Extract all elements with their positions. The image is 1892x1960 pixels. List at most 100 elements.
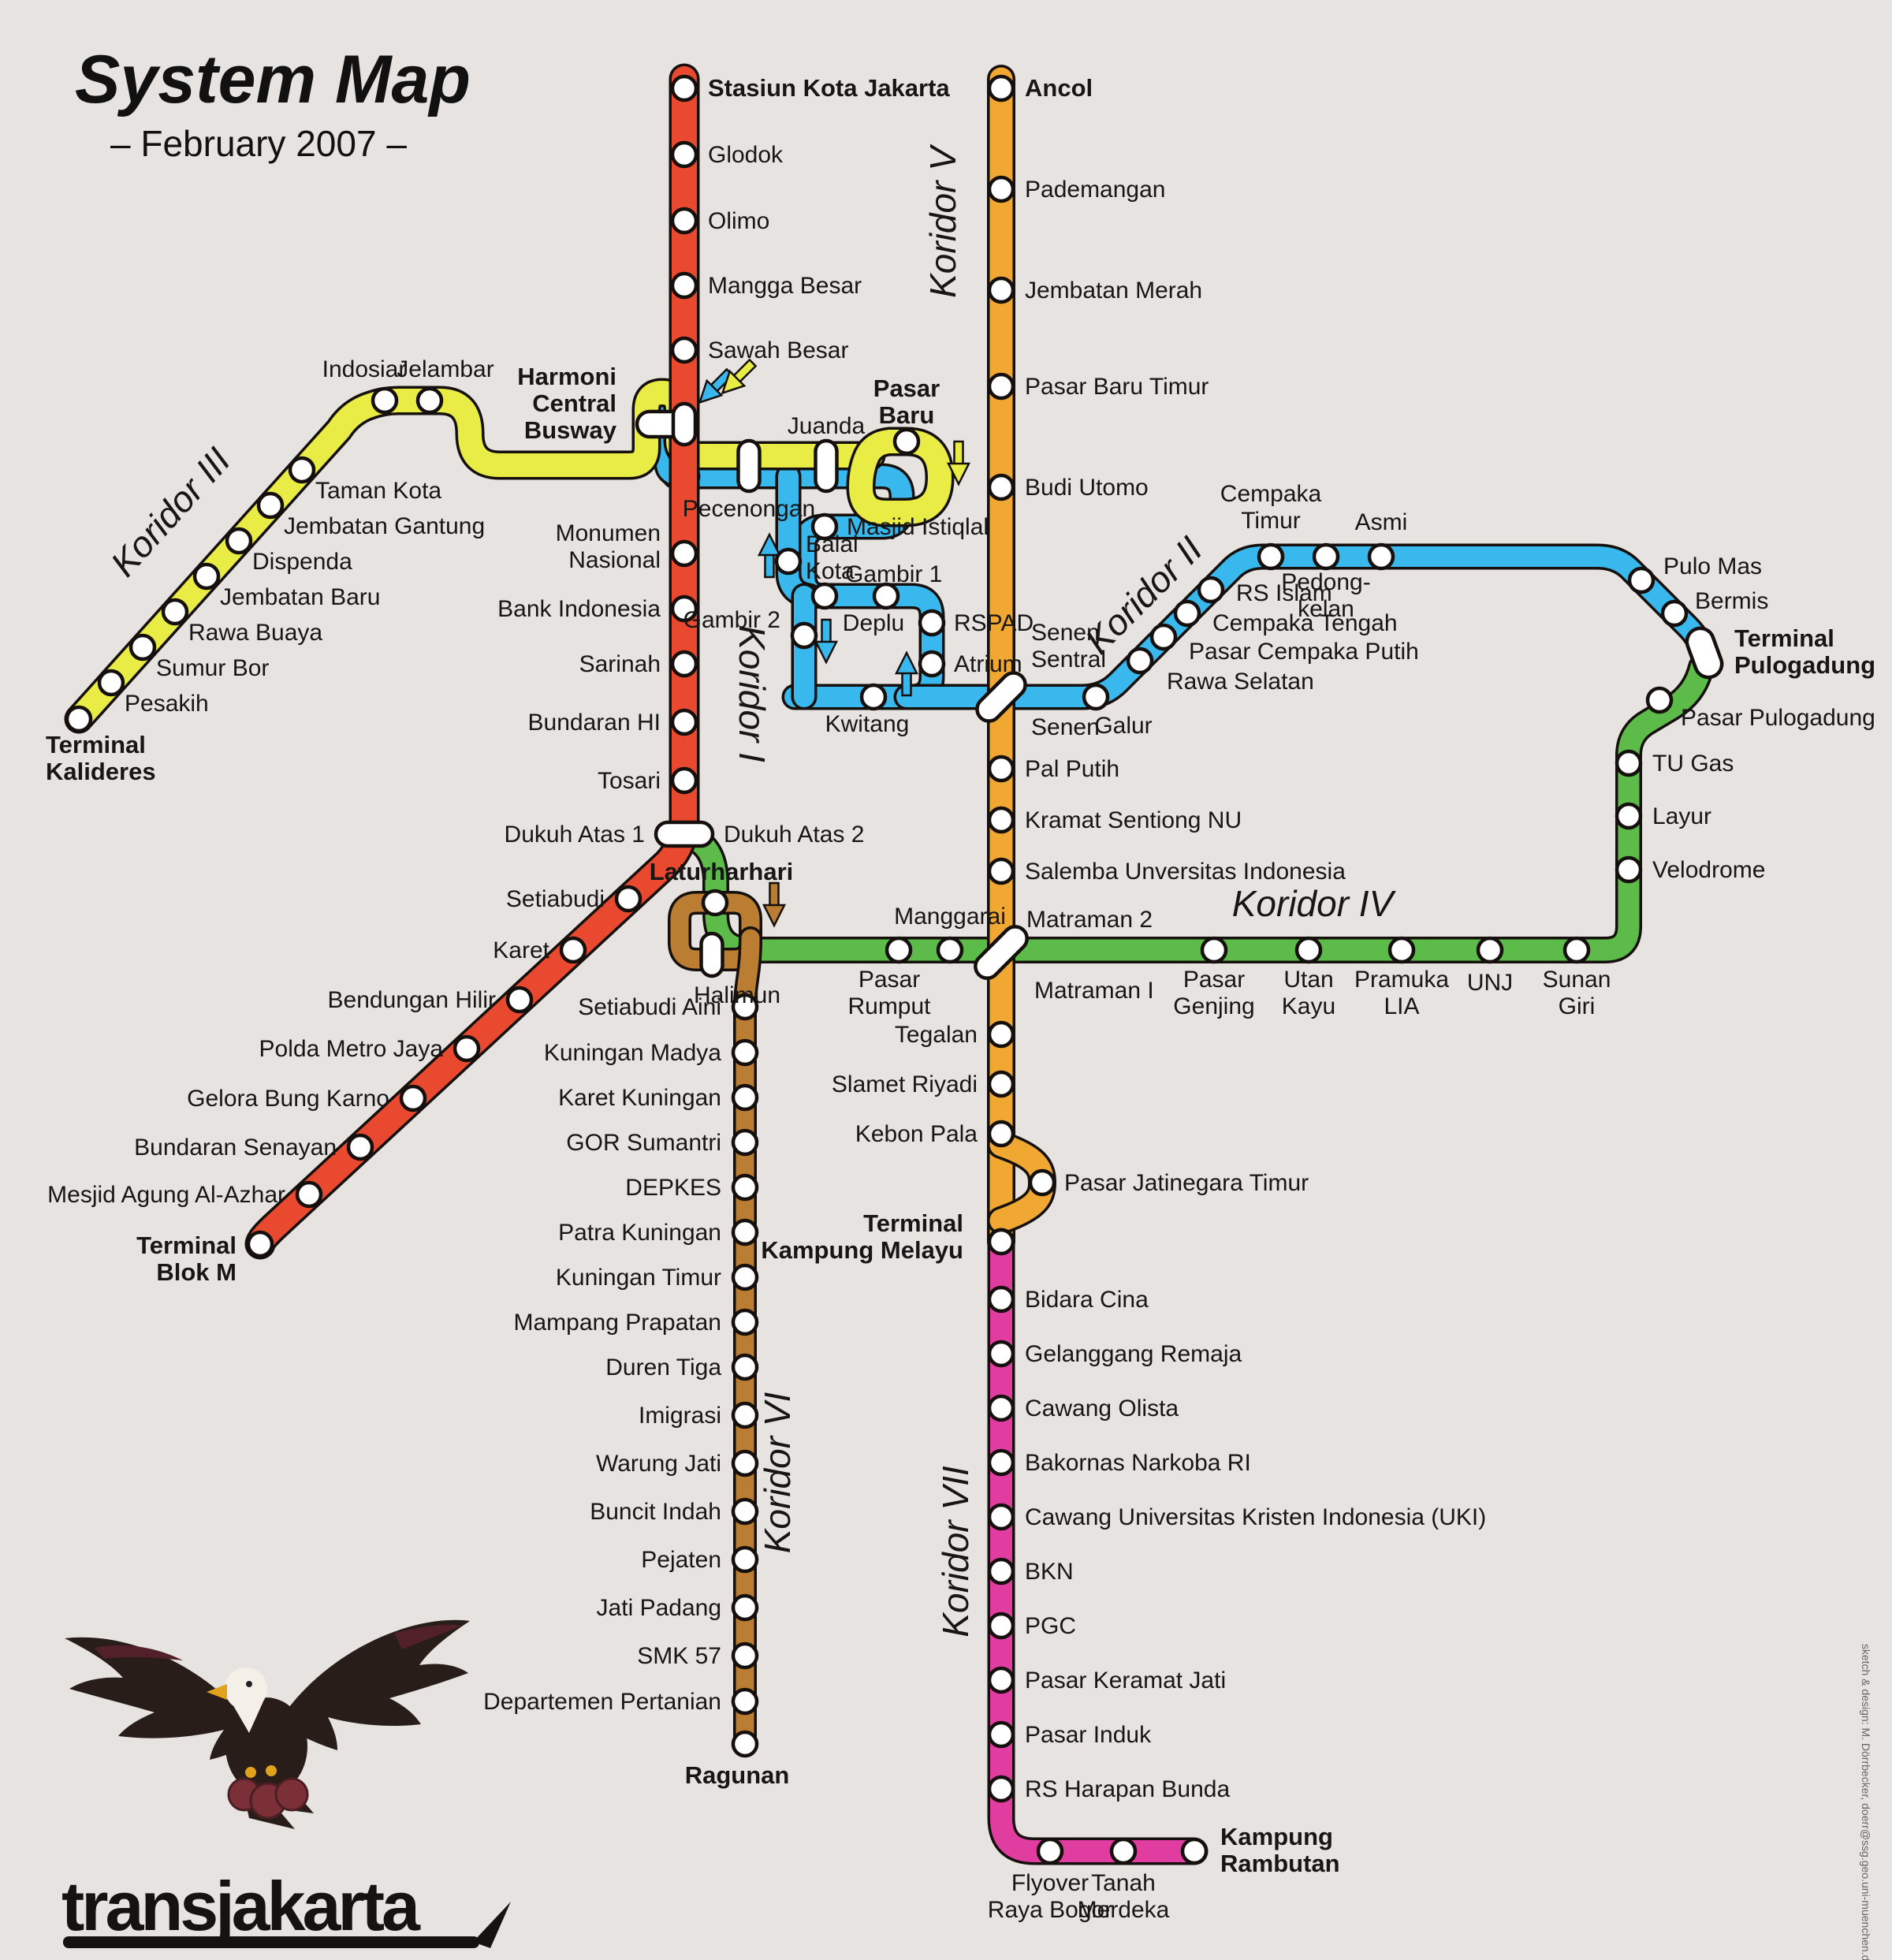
- station-balai-kota: [774, 547, 803, 576]
- station-label-sunan-giri: Sunan: [1543, 967, 1611, 993]
- station-label-harmoni-central-busway: Busway: [524, 416, 617, 444]
- line-koridor-3-pasar-baru-loop: [849, 430, 952, 524]
- station-pasar-baru-timur: [987, 372, 1015, 401]
- station-label-slamet-riyadi: Slamet Riyadi: [832, 1071, 978, 1097]
- station-masjid-istiqlal: [810, 512, 839, 541]
- station-bundaran-hi: [670, 708, 698, 736]
- station-label-gambir-2: Gambir 2: [683, 607, 780, 633]
- station-gambir-1: [810, 582, 839, 610]
- station-label-balai-kota: Balai: [806, 531, 858, 557]
- station-label-polda-metro-jaya: Polda Metro Jaya: [259, 1036, 444, 1062]
- station-label-rs-harapan-bunda: RS Harapan Bunda: [1025, 1776, 1230, 1802]
- station-label-terminal-kampung-melayu: Terminal: [863, 1209, 963, 1237]
- station-pasar-cempaka-putih: [1149, 623, 1178, 651]
- station-label-jembatan-merah: Jembatan Merah: [1025, 278, 1202, 304]
- station-label-pasar-cempaka-putih: Pasar Cempaka Putih: [1189, 639, 1419, 665]
- station-laturharhari: [701, 889, 729, 917]
- station-pesakih: [97, 669, 125, 697]
- station-setiabudi-aini: [731, 993, 759, 1021]
- station-label-layur: Layur: [1652, 803, 1711, 829]
- station-label-matraman-2: Matraman 2: [1026, 907, 1153, 933]
- station-label-departemen-pertanian: Departemen Pertanian: [483, 1689, 721, 1715]
- line-koridor-7: [990, 1231, 1205, 1862]
- station-label-velodrome: Velodrome: [1652, 857, 1765, 883]
- station-label-cempaka-tengah: Cempaka Tengah: [1212, 610, 1398, 636]
- station-label-kampung-rambutan: Rambutan: [1220, 1850, 1340, 1877]
- station-harmoni-koridor-i-platform: [671, 401, 698, 447]
- station-label-cempaka-timur: Timur: [1241, 508, 1301, 534]
- station-pasar-keramat-jati: [987, 1666, 1015, 1694]
- station-label-pasar-pulogadung: Pasar Pulogadung: [1681, 705, 1875, 731]
- station-label-pasar-baru: Pasar: [873, 374, 940, 402]
- station-label-pramuka-lia: Pramuka: [1354, 967, 1449, 993]
- station-polda-metro-jaya: [453, 1034, 481, 1063]
- station-pedongkelan: [1312, 542, 1340, 571]
- station-label-gelora-bung-karno: Gelora Bung Karno: [187, 1086, 389, 1112]
- station-label-manggarai: Manggarai: [894, 904, 1006, 930]
- station-label-tegalan: Tegalan: [895, 1022, 978, 1048]
- station-label-dukuh-atas-2: Dukuh Atas 2: [724, 822, 864, 848]
- station-pgc: [987, 1612, 1015, 1640]
- station-patra-kuningan: [731, 1218, 759, 1246]
- station-label-rspad: RSPAD: [954, 610, 1034, 636]
- direction-arrow: [946, 440, 971, 486]
- station-sarinah: [670, 650, 698, 678]
- station-label-bkn: BKN: [1025, 1559, 1074, 1585]
- station-indosiar: [371, 386, 399, 415]
- station-label-laturharhari: Laturharhari: [650, 858, 794, 885]
- station-label-halimun: Halimun: [694, 982, 780, 1008]
- station-label-bakornas-narkoba-ri: Bakornas Narkoba RI: [1025, 1450, 1251, 1476]
- station-label-tu-gas: TU Gas: [1652, 751, 1734, 777]
- station-bakornas-narkoba-ri: [987, 1448, 1015, 1477]
- station-label-terminal-blok-m: Terminal: [136, 1232, 236, 1259]
- station-pasar-induk: [987, 1720, 1015, 1749]
- station-kuningan-timur: [731, 1263, 759, 1291]
- station-duren-tiga: [731, 1353, 759, 1381]
- station-label-pedongkelan: kelan: [1298, 596, 1354, 622]
- station-rawa-buaya: [161, 598, 189, 626]
- station-dukuh-atas-1: [654, 820, 715, 848]
- station-label-warung-jati: Warung Jati: [596, 1451, 721, 1477]
- station-label-gor-sumantri: GOR Sumantri: [566, 1130, 721, 1156]
- station-label-pasar-rumput: Rumput: [847, 993, 931, 1019]
- station-gor-sumantri: [731, 1128, 759, 1157]
- station-label-pgc: PGC: [1025, 1613, 1076, 1639]
- station-label-jembatan-gantung: Jembatan Gantung: [284, 513, 485, 539]
- station-bidara-cina: [987, 1285, 1015, 1313]
- station-label-jembatan-baru: Jembatan Baru: [220, 584, 380, 610]
- station-label-matraman-1: Matraman I: [1034, 978, 1154, 1004]
- station-velodrome: [1615, 855, 1643, 884]
- station-cawang-universitas-kristen-indonesia-uki: [987, 1503, 1015, 1531]
- station-senen-sentral: [975, 671, 1027, 723]
- transjakarta-logo: transjakarta: [61, 1619, 511, 1948]
- station-tanah-merdeka: [1109, 1837, 1138, 1865]
- direction-arrow: [814, 618, 839, 665]
- station-label-setiabudi: Setiabudi: [506, 886, 605, 912]
- station-sumur-bor: [128, 633, 157, 661]
- station-label-masjid-istiqlal: Masjid Istiqlal: [847, 514, 989, 540]
- corridor-label-koridor-iv: Koridor IV: [1232, 883, 1397, 924]
- station-label-dispenda: Dispenda: [252, 549, 352, 575]
- station-kuningan-madya: [731, 1038, 759, 1067]
- station-pasar-pulogadung: [1645, 686, 1674, 714]
- station-manggarai: [936, 936, 964, 964]
- station-pejaten: [731, 1545, 759, 1574]
- station-galur: [1082, 683, 1110, 711]
- station-pulo-mas: [1627, 566, 1656, 594]
- station-kwitang: [859, 683, 888, 711]
- station-label-pasar-induk: Pasar Induk: [1025, 1722, 1152, 1748]
- station-label-mampang-prapatan: Mampang Prapatan: [514, 1310, 722, 1336]
- station-bundaran-senayan: [346, 1133, 374, 1161]
- station-kebon-pala: [987, 1120, 1015, 1148]
- station-label-cawang-olista: Cawang Olista: [1025, 1395, 1179, 1422]
- station-jembatan-gantung: [256, 491, 285, 520]
- station-pasar-rumput: [885, 936, 913, 964]
- station-label-setiabudi-aini: Setiabudi Aini: [578, 994, 721, 1020]
- station-label-bendungan-hilir: Bendungan Hilir: [328, 987, 496, 1013]
- station-rs-harapan-bunda: [987, 1775, 1015, 1803]
- station-label-dukuh-atas-1: Dukuh Atas 1: [505, 822, 645, 848]
- eagle-logo-icon: [65, 1619, 470, 1829]
- station-label-gambir-1: Gambir 1: [845, 561, 942, 587]
- station-label-sarinah: Sarinah: [579, 651, 661, 677]
